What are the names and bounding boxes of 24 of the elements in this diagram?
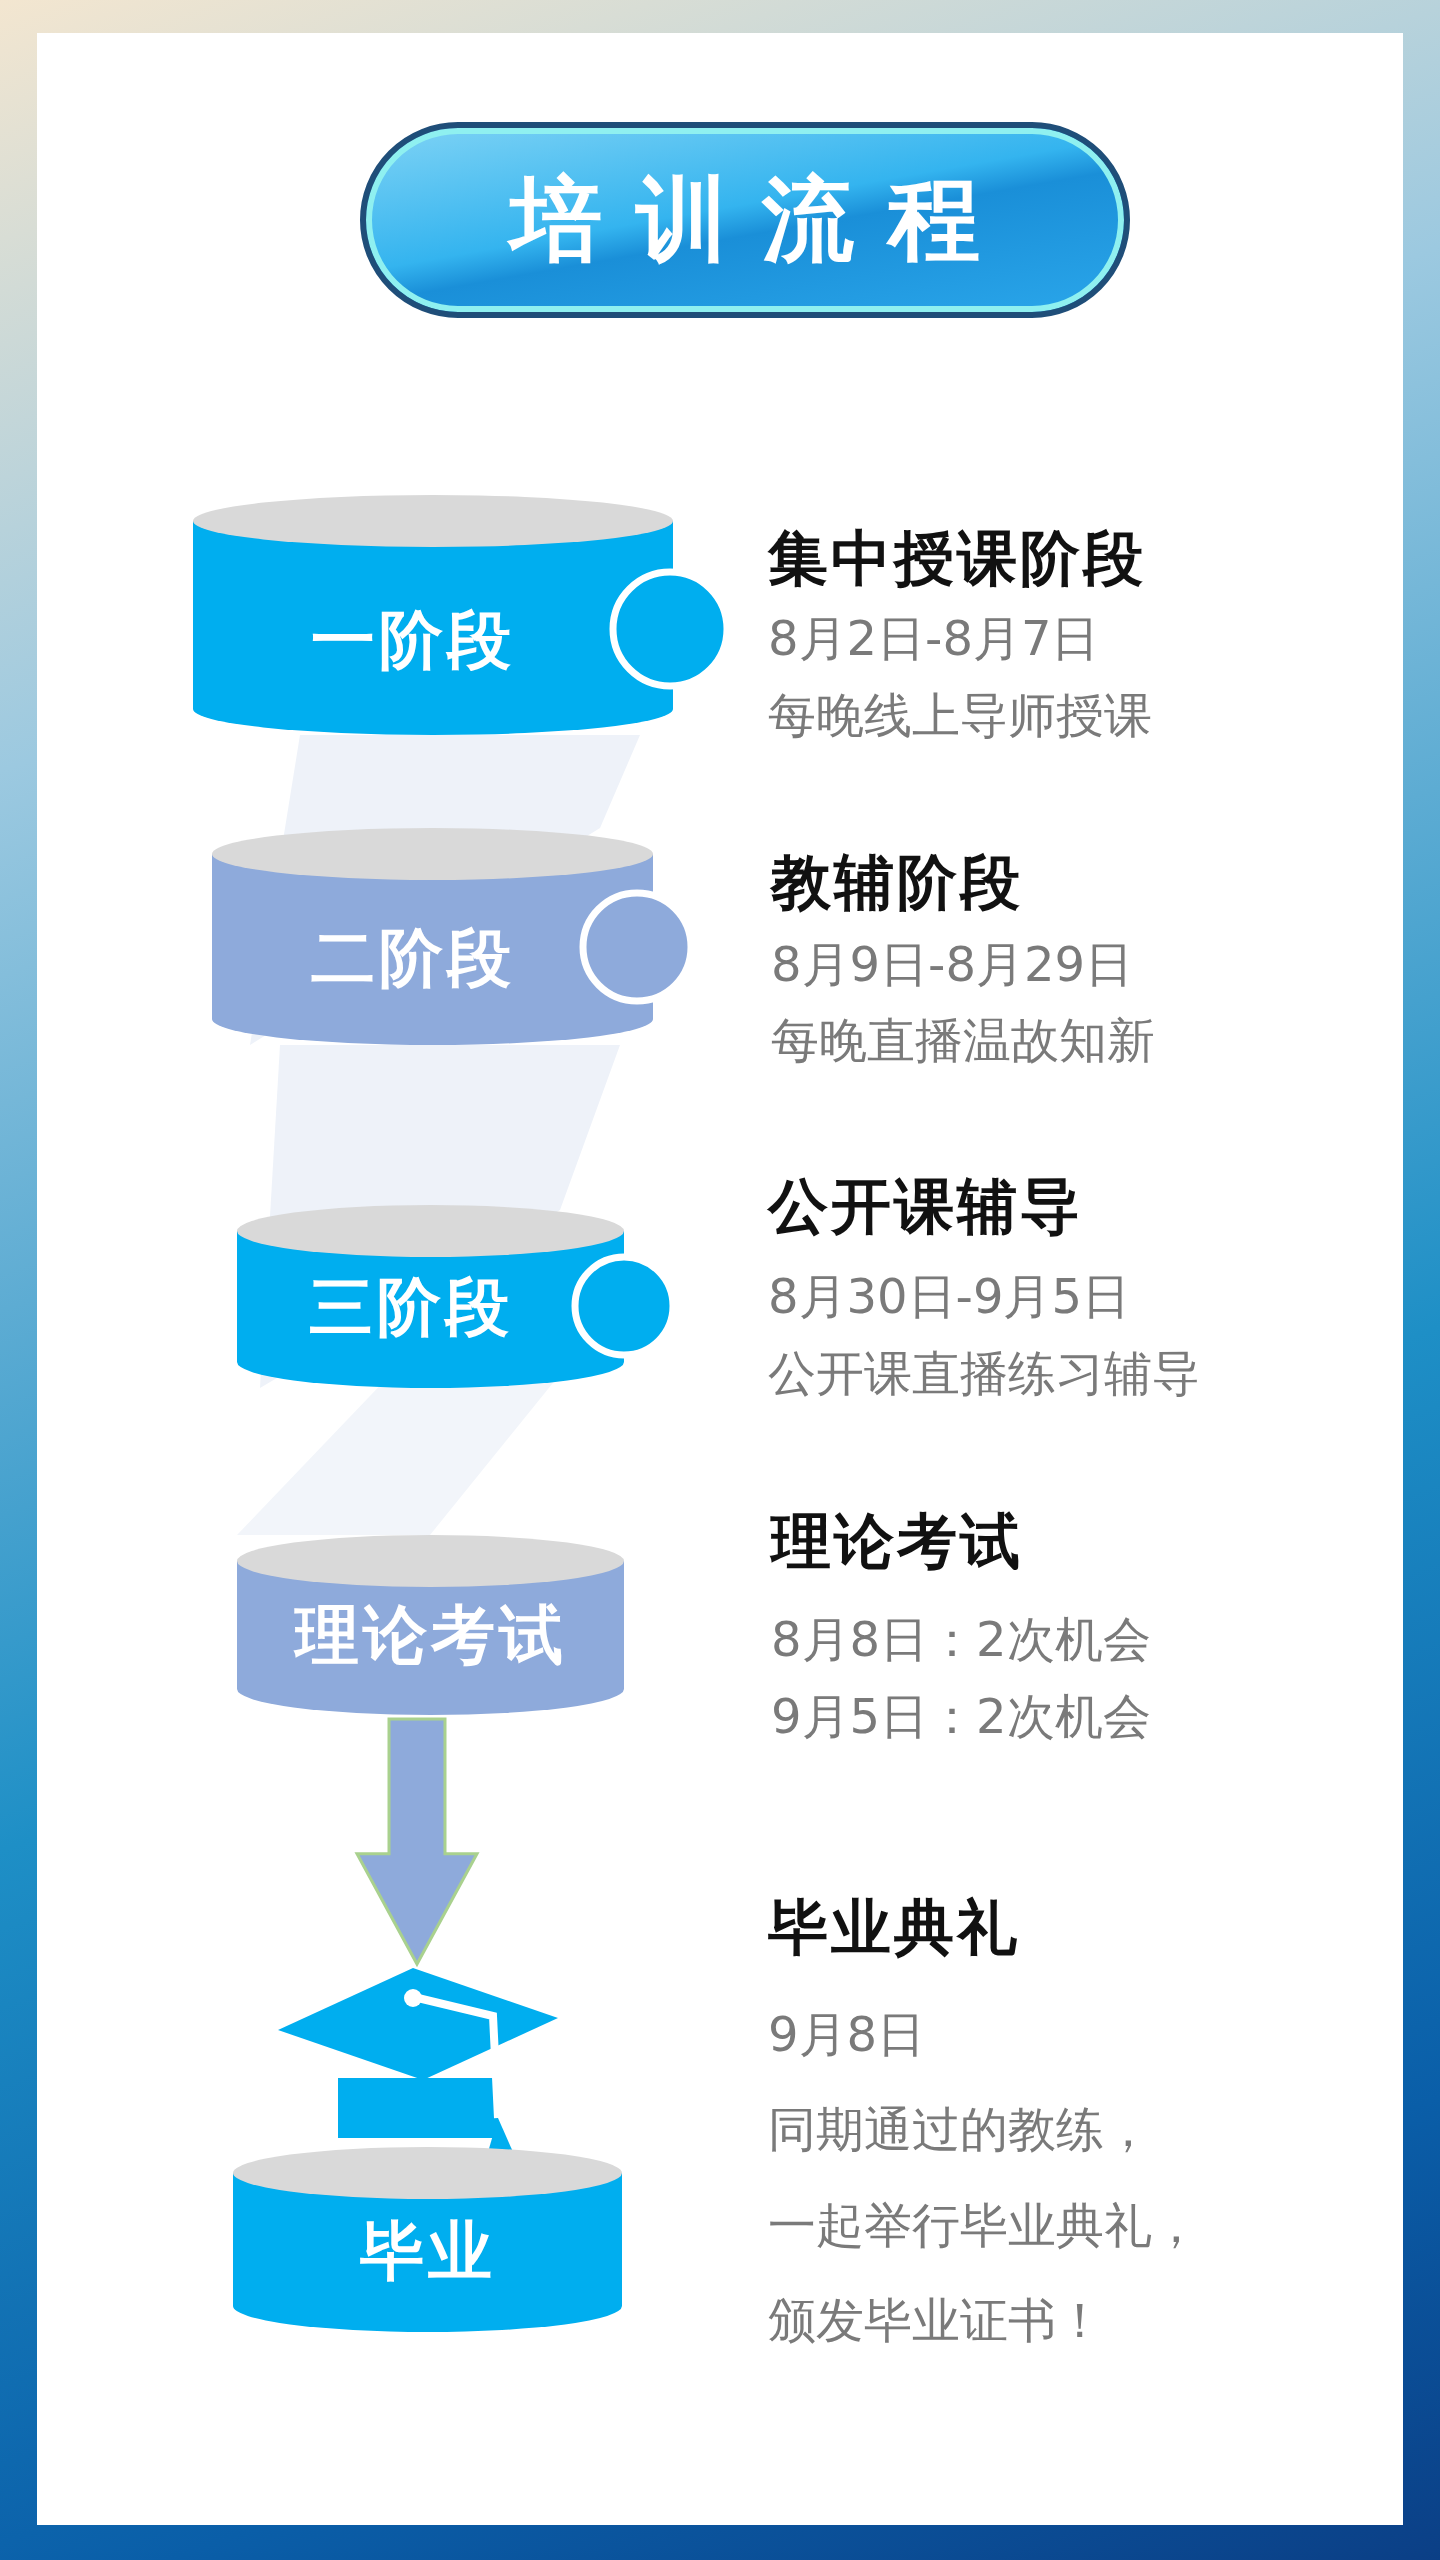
stage-heading: 教辅阶段 xyxy=(771,846,1023,919)
stage-label: 一阶段 xyxy=(310,602,516,679)
stage-detail: 同期通过的教练， xyxy=(768,2100,1152,2159)
stage-detail: 8月30日-9月5日 xyxy=(768,1267,1130,1326)
stage-detail: 一起举行毕业典礼， xyxy=(768,2196,1200,2255)
stage-detail: 颁发毕业证书！ xyxy=(768,2291,1104,2350)
stage-detail: 9月8日 xyxy=(768,2005,926,2064)
stage-label: 理论考试 xyxy=(292,1597,568,1674)
stage-label: 三阶段 xyxy=(307,1268,514,1346)
stage-heading: 公开课辅导 xyxy=(768,1170,1083,1243)
stage-label: 二阶段 xyxy=(309,919,516,997)
stage-detail: 8月8日：2次机会 xyxy=(771,1610,1151,1669)
stage-detail: 每晚线上导师授课 xyxy=(768,686,1152,745)
stage-label: 毕业 xyxy=(358,2212,497,2290)
stage-heading: 毕业典礼 xyxy=(768,1891,1020,1964)
title-banner: 培训流程 xyxy=(360,122,1130,318)
stage-detail: 8月9日-8月29日 xyxy=(771,935,1133,994)
stage-heading: 集中授课阶段 xyxy=(768,522,1146,595)
stage-detail: 8月2日-8月7日 xyxy=(768,609,1100,668)
down-arrow xyxy=(354,1717,480,1968)
stage-detail: 公开课直播练习辅导 xyxy=(768,1344,1200,1403)
stage-detail: 每晚直播温故知新 xyxy=(771,1011,1155,1070)
stage-heading: 理论考试 xyxy=(771,1505,1023,1578)
stage-detail: 9月5日：2次机会 xyxy=(771,1687,1151,1746)
